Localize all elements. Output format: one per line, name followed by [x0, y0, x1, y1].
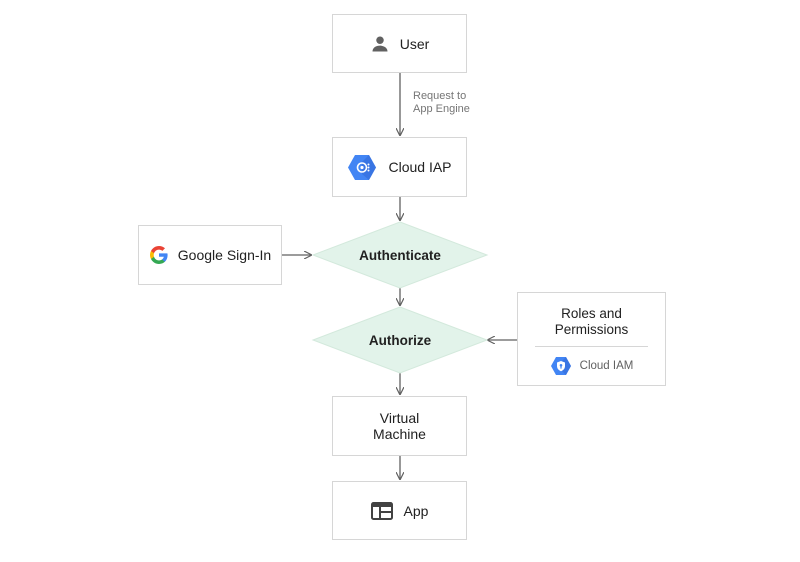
roles-title: Roles and Permissions	[554, 306, 629, 337]
vm-label-line1: Virtual	[379, 410, 420, 426]
user-label: User	[399, 35, 430, 52]
cloud-iam-row: Cloud IAM	[550, 356, 634, 376]
google-g-logo-icon	[149, 245, 169, 265]
cloud-iap-hexagon-icon	[347, 154, 377, 181]
vm-label-line2: Machine	[373, 426, 426, 442]
roles-divider	[535, 346, 648, 347]
google-signin-node[interactable]: Google Sign-In	[138, 225, 282, 285]
cloud-iam-label: Cloud IAM	[579, 360, 634, 372]
virtual-machine-node[interactable]: Virtual Machine	[332, 396, 467, 456]
cloud-iap-label: Cloud IAP	[388, 159, 452, 175]
roles-permissions-node[interactable]: Roles and Permissions Cloud IAM	[517, 292, 666, 386]
edge-label-request: Request to App Engine	[413, 90, 470, 115]
app-label: App	[403, 502, 429, 519]
google-signin-label: Google Sign-In	[177, 247, 272, 263]
person-icon	[370, 34, 390, 54]
authorize-diamond	[311, 306, 489, 374]
app-window-icon	[370, 501, 393, 520]
authenticate-label: Authenticate	[359, 247, 441, 263]
authorize-label: Authorize	[368, 332, 432, 348]
cloud-iap-node[interactable]: Cloud IAP	[332, 137, 467, 197]
cloud-iam-hexagon-icon	[550, 356, 572, 376]
authenticate-diamond	[311, 221, 489, 289]
app-node[interactable]: App	[332, 481, 467, 540]
user-node[interactable]: User	[332, 14, 467, 73]
